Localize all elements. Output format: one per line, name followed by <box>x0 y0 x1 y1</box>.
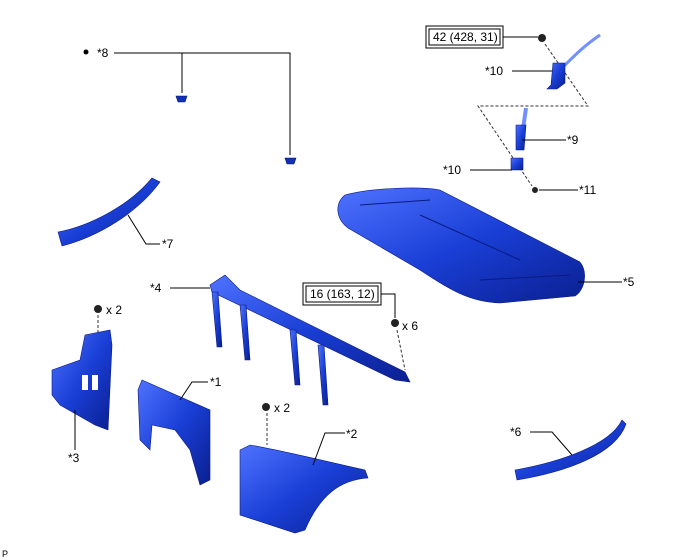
bolt-icon <box>391 319 399 327</box>
footer-code: P <box>2 549 8 559</box>
callout-10-lower: *10 <box>443 163 461 177</box>
part-6-garnish: *6 <box>510 419 627 481</box>
part-11-nut <box>532 187 538 193</box>
quantity-part2-bolts: x 2 <box>274 401 290 415</box>
torque-spec-upper: 42 (428, 31) <box>433 30 498 44</box>
clip-part-8: *8 <box>83 46 297 165</box>
callout-8: *8 <box>97 46 109 60</box>
part-3-side-cover: x 2 *3 <box>51 303 122 465</box>
callout-7: *7 <box>162 237 174 251</box>
clip-icon <box>284 157 297 165</box>
part-9-belt <box>515 124 527 151</box>
part-10-lower <box>510 157 524 171</box>
part-1-cover: *1 <box>137 375 222 486</box>
bolt-icon <box>538 34 546 42</box>
callout-10-upper: *10 <box>485 64 503 78</box>
part-7-garnish: *7 <box>57 177 174 251</box>
callout-1: *1 <box>210 375 222 389</box>
bolt-icon <box>262 403 270 411</box>
seat-belt-assembly: 42 (428, 31) *10 *9 *10 *11 <box>425 25 601 197</box>
bolt-icon <box>94 305 102 313</box>
callout-3: *3 <box>68 451 80 465</box>
quantity-part3-bolts: x 2 <box>106 303 122 317</box>
callout-9: *9 <box>567 133 579 147</box>
part-4-frame: *4 16 (163, 12) x 6 <box>150 274 418 406</box>
callout-6: *6 <box>510 425 522 439</box>
part-10-upper <box>546 62 566 90</box>
torque-spec-frame: 16 (163, 12) <box>310 287 375 301</box>
callout-11: *11 <box>579 183 596 197</box>
callout-4: *4 <box>150 281 162 295</box>
callout-2: *2 <box>346 427 358 441</box>
clip-icon <box>175 95 188 103</box>
callout-5: *5 <box>623 275 635 289</box>
clip-marker-icon <box>83 49 89 55</box>
part-5-seat-cushion: *5 <box>337 187 635 304</box>
quantity-frame-bolts: x 6 <box>402 319 418 333</box>
part-2-cover: x 2 *2 <box>239 401 369 534</box>
